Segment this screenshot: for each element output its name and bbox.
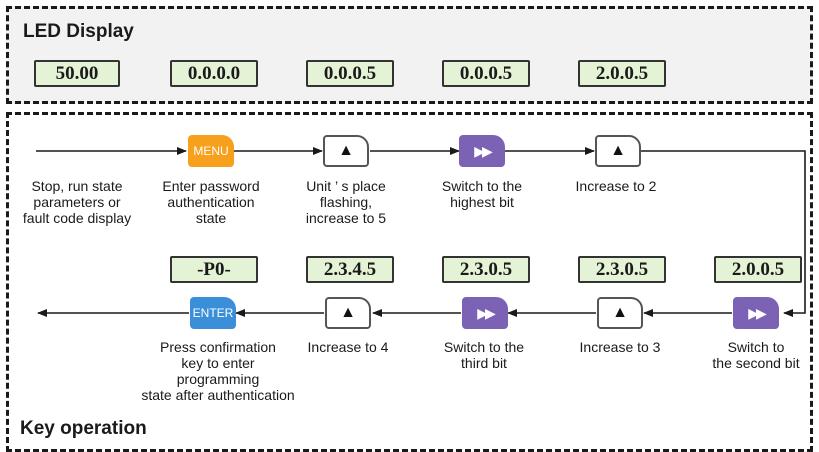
led-display-panel: LED Display 50.00 0.0.0.0 0.0.0.5 0.0.0.… [6,6,813,104]
key-operation-title: Key operation [20,418,147,439]
led-display-title: LED Display [23,21,134,42]
caption-enter-password: Enter password authentication state [162,178,260,226]
caption-press-confirmation: Press confirmation key to enter programm… [141,339,295,403]
flow-arrow-wrap-down [641,150,806,317]
shift-key-icon: ▶▶ [459,135,505,167]
row2-readout-2345: 2.3.4.5 [306,256,394,283]
row2-readout-2305a: 2.3.0.5 [442,256,530,283]
led-readout-1: 50.00 [34,60,120,87]
caption-switch-highest-bit: Switch to the highest bit [441,178,523,210]
caption-stop-run-state: Stop, run state parameters or fault code… [22,178,132,226]
led-readout-3: 0.0.0.5 [306,60,394,87]
row2-readout-2005: 2.0.0.5 [714,256,802,283]
caption-switch-second-bit: Switch to the second bit [712,339,800,371]
caption-increase-to-2: Increase to 2 [575,178,657,194]
shift-key-icon: ▶▶ [733,297,779,329]
led-readout-5: 2.0.0.5 [578,60,666,87]
up-arrow-key-icon: ▲ [597,297,643,329]
up-arrow-key-icon: ▲ [595,135,641,167]
led-readout-2: 0.0.0.0 [170,60,258,87]
menu-key-icon: MENU [188,135,234,167]
caption-increase-to-4: Increase to 4 [307,339,389,355]
caption-unit-place-flashing: Unit ’ s place flashing, increase to 5 [305,178,387,226]
key-operation-panel [6,112,813,452]
row2-readout-p0: -P0- [170,256,258,283]
shift-key-icon: ▶▶ [462,297,508,329]
caption-switch-third-bit: Switch to the third bit [443,339,525,371]
caption-increase-to-3: Increase to 3 [579,339,661,355]
row2-readout-2305b: 2.3.0.5 [578,256,666,283]
up-arrow-key-icon: ▲ [323,135,369,167]
led-readout-4: 0.0.0.5 [442,60,530,87]
up-arrow-key-icon: ▲ [325,297,371,329]
enter-key-icon: ENTER [190,297,236,329]
